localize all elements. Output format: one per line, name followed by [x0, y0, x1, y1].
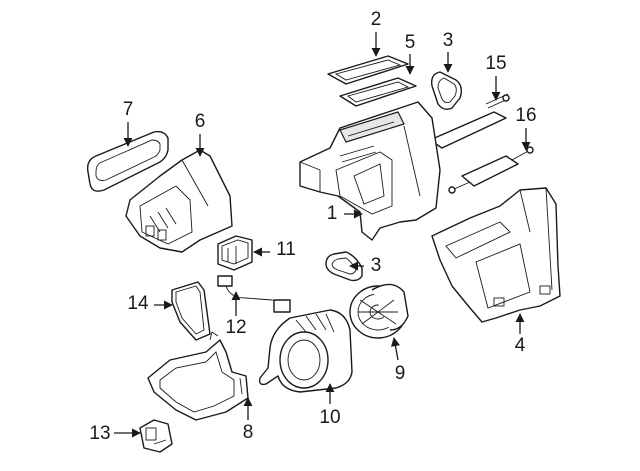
- leader-lines: [114, 32, 531, 438]
- callout-7: 7: [123, 99, 134, 120]
- gasket-lower-part: [325, 251, 363, 282]
- callout-11: 11: [276, 239, 296, 260]
- callout-4: 4: [515, 335, 526, 356]
- callout-9: 9: [395, 363, 406, 384]
- callout-13: 13: [89, 423, 110, 444]
- blower-motor-part: [349, 283, 409, 339]
- callout-3-lower: 3: [371, 255, 382, 276]
- callout-8: 8: [243, 422, 254, 443]
- distribution-housing-part: [125, 149, 233, 253]
- actuator-part: [139, 419, 173, 453]
- callout-2: 2: [371, 9, 382, 30]
- callout-12: 12: [225, 317, 246, 338]
- heater-core-part: [448, 146, 534, 194]
- air-duct-part: [171, 281, 211, 341]
- callout-14: 14: [127, 293, 149, 314]
- cabin-filter-lower-part: [339, 77, 417, 107]
- gasket-upper-part: [430, 71, 463, 111]
- cabin-filter-upper-part: [327, 55, 409, 85]
- evaporator-housing-part: [431, 187, 561, 323]
- seal-left-part: [86, 130, 169, 192]
- callout-15: 15: [485, 53, 506, 74]
- blower-resistor-part: [217, 235, 253, 271]
- callout-5: 5: [405, 32, 416, 53]
- callout-6: 6: [195, 111, 206, 132]
- hvac-housing-part: [299, 101, 441, 241]
- callout-16: 16: [515, 105, 536, 126]
- wire-harness-part: [217, 275, 291, 313]
- callout-3-upper: 3: [443, 30, 454, 51]
- callout-1: 1: [327, 203, 338, 224]
- sensor-rod-part: [429, 93, 511, 149]
- lower-case-part: [147, 331, 249, 421]
- blower-housing-part: [258, 309, 353, 393]
- callout-10: 10: [319, 407, 340, 428]
